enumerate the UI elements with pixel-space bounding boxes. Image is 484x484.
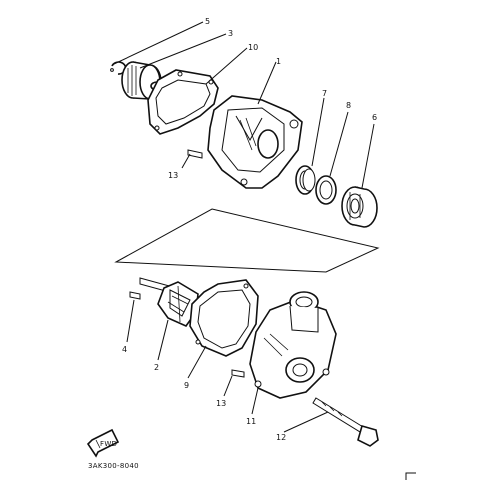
- impeller-shaft-part: [139, 277, 199, 327]
- washer-part: [315, 175, 337, 205]
- callout-6: 6: [372, 113, 377, 122]
- callout-9: 9: [184, 381, 189, 390]
- callout-3: 3: [228, 29, 233, 38]
- callout-7: 7: [322, 89, 327, 98]
- bolt-part: [312, 397, 379, 447]
- callout-8: 8: [346, 101, 351, 110]
- callout-1: 1: [276, 57, 281, 66]
- callout-10: 10: [248, 43, 258, 52]
- assembly-boundary: [114, 208, 380, 273]
- callout-5: 5: [205, 17, 210, 26]
- callout-13-lower: 13: [216, 399, 226, 408]
- callout-11: 11: [246, 417, 256, 426]
- bearing-part: [341, 186, 378, 228]
- fwd-label: FWD: [100, 440, 117, 448]
- dowel-pin-upper-part: [187, 149, 203, 159]
- shaft-pin-part: [129, 291, 141, 300]
- catalog-code: 3AK300-8040: [88, 462, 139, 470]
- dowel-pin-lower-part: [231, 369, 245, 378]
- callout-13-upper: 13: [168, 171, 178, 180]
- leader-lines: [113, 21, 375, 433]
- lower-gasket-part: [189, 279, 259, 357]
- pump-housing-part: [207, 95, 303, 189]
- pump-cover-part: [249, 291, 337, 399]
- callout-2: 2: [154, 363, 159, 372]
- corner-mark-icon: [405, 472, 416, 480]
- upper-gasket-part: [147, 69, 219, 135]
- callout-12: 12: [276, 433, 286, 442]
- callout-4: 4: [122, 345, 127, 354]
- oil-seal-part: [295, 165, 316, 195]
- front-arrow-icon: FWD: [86, 428, 120, 458]
